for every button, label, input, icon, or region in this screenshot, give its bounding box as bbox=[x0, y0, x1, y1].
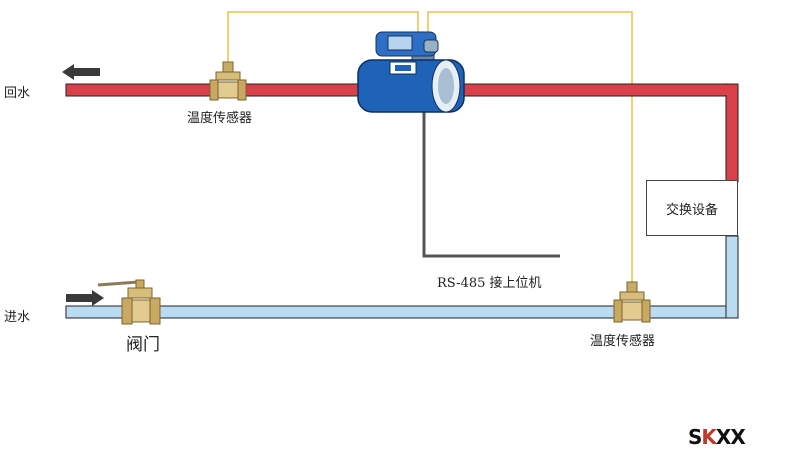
valve bbox=[97, 279, 161, 325]
temp-sensor-top-label: 温度传感器 bbox=[187, 111, 253, 126]
arrow-left-icon bbox=[62, 64, 100, 80]
valve-label: 阀门 bbox=[126, 335, 160, 355]
arrow-right-icon bbox=[66, 290, 104, 306]
return-water-label: 回水 bbox=[4, 86, 31, 101]
temp-sensor-bottom-label: 温度传感器 bbox=[590, 334, 656, 349]
inlet-water-label: 进水 bbox=[4, 310, 31, 325]
rs485-label: RS-485 接上位机 bbox=[437, 276, 542, 291]
temperature-sensor-bottom bbox=[613, 281, 651, 323]
heat-exchanger-label: 交换设备 bbox=[665, 202, 718, 218]
temperature-sensor-top bbox=[209, 61, 247, 101]
signal-wires bbox=[227, 11, 633, 282]
company-logo: SKXX bbox=[688, 425, 746, 449]
rs485-cable bbox=[422, 112, 560, 258]
inlet-pipe bbox=[65, 235, 739, 319]
flow-meter bbox=[357, 31, 465, 113]
heat-exchanger-box: 交换设备 bbox=[646, 180, 738, 236]
